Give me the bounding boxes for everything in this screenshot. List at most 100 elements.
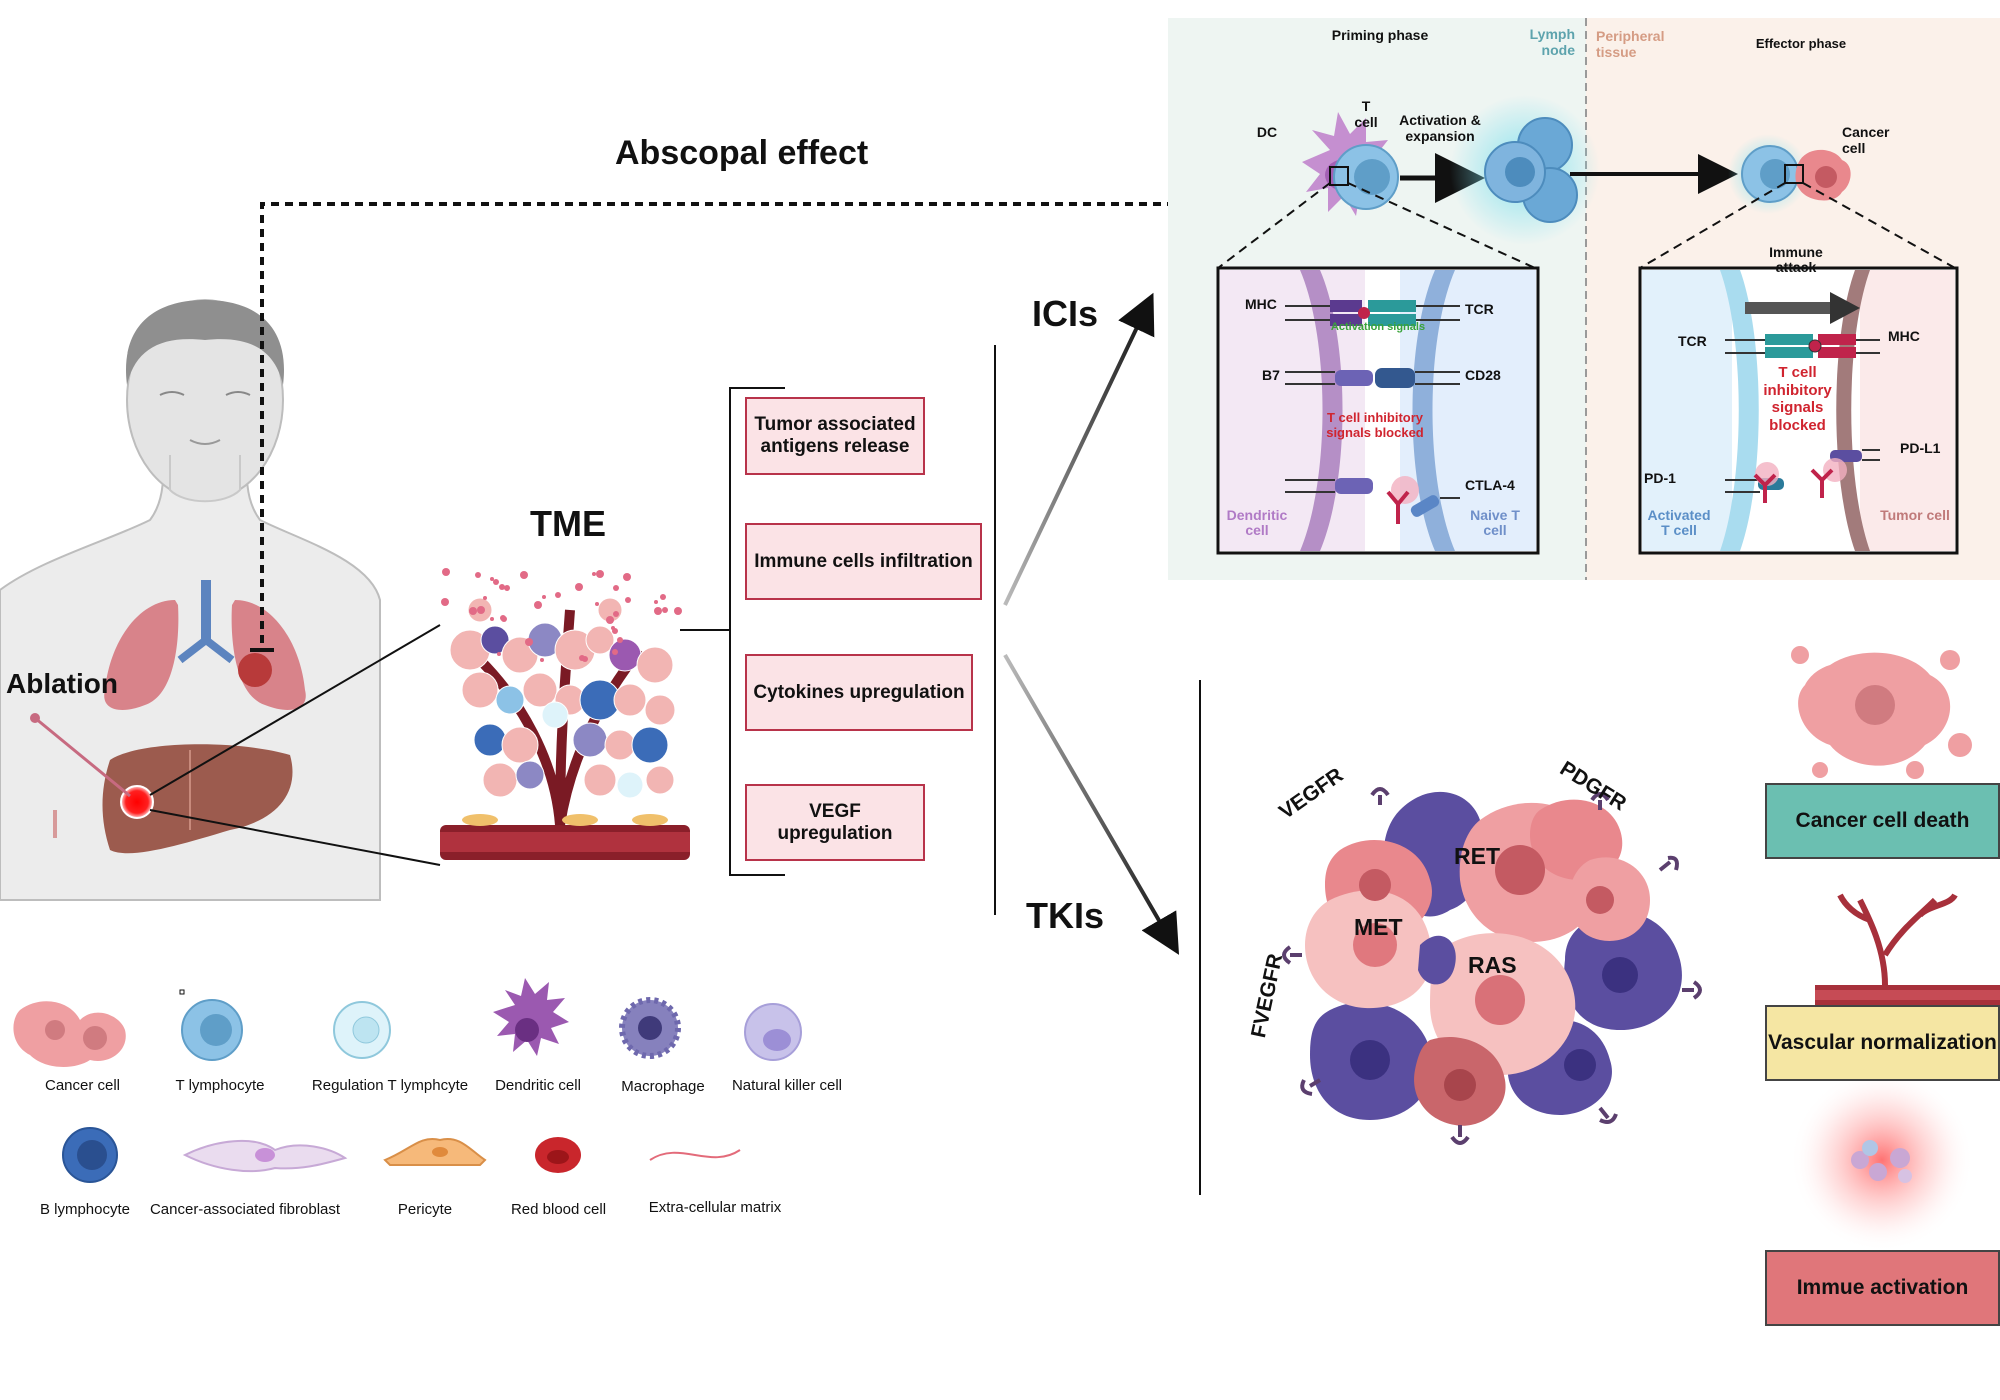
legend-label-nk-cell: Natural killer cell [702, 1077, 872, 1094]
cancer-cell-death-illustration [1791, 646, 1972, 779]
tme-cell [605, 730, 635, 760]
t-cell-label: T cell [1352, 98, 1380, 130]
tme-cytokine-dot [575, 583, 583, 591]
peripheral-tissue-label: Peripheral tissue [1596, 28, 1686, 60]
immune-attack-label: Immune attack [1758, 245, 1834, 276]
ras-label: RAS [1468, 952, 1517, 979]
tme-cell [617, 772, 643, 798]
tme-cell [483, 763, 517, 797]
pdl1-label: PD-L1 [1900, 440, 1950, 456]
tme-cell [646, 766, 674, 794]
naive-t-cell-label: Naive T cell [1460, 508, 1530, 539]
legend-label-t-lymphocyte: T lymphocyte [135, 1077, 305, 1094]
tme-effect-box-vegf: VEGF upregulation [745, 784, 925, 861]
outcome-cancer-cell-death: Cancer cell death [1765, 783, 2000, 859]
cancer-cell-label: Cancer cell [1842, 124, 1902, 156]
inhibitory-blocked-label-left: T cell inhibitory signals blocked [1325, 411, 1425, 441]
tme-cytokine-dot [555, 592, 561, 598]
tme-effect-box-antigens: Tumor associated antigens release [745, 397, 925, 475]
tme-cell [614, 684, 646, 716]
vascular-normalization-illustration [1815, 895, 2000, 1007]
tme-cytokine-dot [613, 611, 619, 617]
tme-cell [474, 724, 506, 756]
tme-cytokine-dot [540, 658, 544, 662]
fibroblast-icon [185, 1141, 345, 1171]
tme-cytokine-dot [469, 607, 477, 615]
outcome-vascular-normalization: Vascular normalization [1765, 1005, 2000, 1081]
tme-cytokine-dot [613, 585, 619, 591]
tme-cytokine-dot [525, 638, 533, 646]
tme-cytokine-dot [477, 606, 485, 614]
tcr-label-left: TCR [1465, 301, 1505, 317]
tme-cytokine-dot [493, 579, 499, 585]
tme-cytokine-dot [625, 597, 631, 603]
activation-expansion-label: Activation & expansion [1390, 112, 1490, 144]
t-lymphocyte-icon [182, 1000, 242, 1060]
tme-cytokine-dot [542, 595, 546, 599]
tme-cytokine-dot [475, 572, 481, 578]
tme-cell [542, 702, 568, 728]
dc-label: DC [1252, 124, 1282, 140]
ctla4-label: CTLA-4 [1465, 477, 1530, 493]
dendritic-cell-zoom-label: Dendritic cell [1222, 508, 1292, 539]
tme-cytokine-dot [504, 585, 510, 591]
tumor-cell-label: Tumor cell [1880, 508, 1950, 523]
mhc-label-left: MHC [1245, 296, 1285, 312]
tme-label: TME [530, 503, 606, 545]
tme-cytokine-dot [490, 617, 494, 621]
ablation-label: Ablation [6, 668, 118, 700]
tme-cell [584, 764, 616, 796]
tme-cytokine-dot [612, 628, 618, 634]
b7-label: B7 [1262, 367, 1292, 383]
tme-cell [496, 686, 524, 714]
tme-cytokine-dot [582, 656, 588, 662]
legend-label-red-blood-cell: Red blood cell [476, 1201, 641, 1218]
tme-cytokine-dot [596, 570, 604, 578]
tme-cell [462, 672, 498, 708]
lymph-node-label: Lymph node [1505, 26, 1575, 58]
pericyte-icon [385, 1139, 485, 1165]
ret-label: RET [1454, 843, 1500, 870]
tkis-label: TKIs [1026, 895, 1104, 937]
red-blood-cell-icon [535, 1137, 581, 1173]
tme-cytokine-dot [660, 594, 666, 600]
tme-cytokine-dot [623, 573, 631, 581]
icis-label: ICIs [1032, 293, 1098, 335]
tme-cytokine-dot [441, 598, 449, 606]
ici-panel [1168, 18, 2000, 580]
nk-cell-icon [745, 1004, 801, 1060]
tme-cytokine-dot [490, 577, 494, 581]
tme-cell [645, 695, 675, 725]
tme-cell [609, 639, 641, 671]
human-body-illustration [0, 300, 380, 900]
immune-activation-illustration [1790, 1068, 1974, 1252]
priming-phase-label: Priming phase [1310, 27, 1450, 43]
macrophage-icon [622, 1000, 678, 1056]
tme-cell [573, 723, 607, 757]
abscopal-dashed-line [262, 204, 1170, 643]
effector-phase-label: Effector phase [1736, 36, 1866, 51]
tme-cell [516, 761, 544, 789]
tme-effect-box-cytokines: Cytokines upregulation [745, 654, 973, 731]
tcr-label-right: TCR [1678, 333, 1718, 349]
tme-cytokine-dot [606, 616, 614, 624]
activation-signals-label: Activation signals [1318, 321, 1438, 333]
tme-cytokine-dot [592, 572, 596, 576]
cancer-cell-icon [13, 1001, 125, 1067]
dendritic-cell-icon [493, 978, 569, 1056]
tme-cytokine-dot [499, 584, 505, 590]
treg-icon [334, 1002, 390, 1058]
legend-label-ecm: Extra-cellular matrix [630, 1199, 800, 1216]
tme-cytokine-dot [534, 601, 542, 609]
tme-cytokine-dot [520, 571, 528, 579]
tme-cytokine-dot [483, 596, 487, 600]
tme-cytokine-dot [617, 637, 623, 643]
tme-cytokine-dot [654, 607, 662, 615]
tme-cytokine-dot [654, 600, 658, 604]
tme-cytokine-dot [595, 602, 599, 606]
legend-label-fibroblast: Cancer-associated fibroblast [145, 1201, 345, 1218]
tme-cell [632, 727, 668, 763]
met-label: MET [1354, 914, 1403, 941]
mhc-label-right: MHC [1888, 328, 1933, 344]
